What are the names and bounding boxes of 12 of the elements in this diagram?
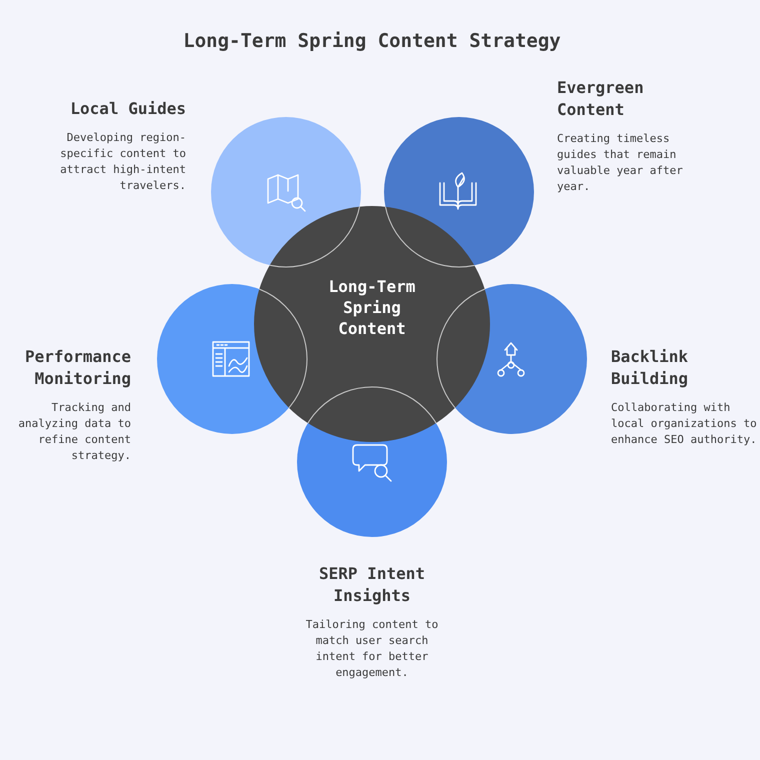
step-description: Creating timeless guides that remain valuable year after year. xyxy=(557,131,684,195)
center-label: Long-Term Spring Content xyxy=(328,276,416,339)
step-heading: Evergreen Content xyxy=(557,77,645,121)
step-description: Collaborating with local organizations to enhance SEO authority. xyxy=(611,400,758,448)
step-description: Developing region-specific content to attract high-intent travelers. xyxy=(59,130,186,194)
step-heading: Local Guides xyxy=(69,98,186,120)
step-heading: Performance Monitoring xyxy=(24,346,131,390)
step-description: Tracking and analyzing data to refine content strategy. xyxy=(17,400,131,464)
step-description: Tailoring content to match user search intent for better engagement. xyxy=(304,617,440,681)
diagram-title: Long-Term Spring Content Strategy xyxy=(182,30,562,52)
step-heading: Backlink Building xyxy=(611,346,690,390)
step-heading: SERP Intent Insights xyxy=(318,563,426,607)
